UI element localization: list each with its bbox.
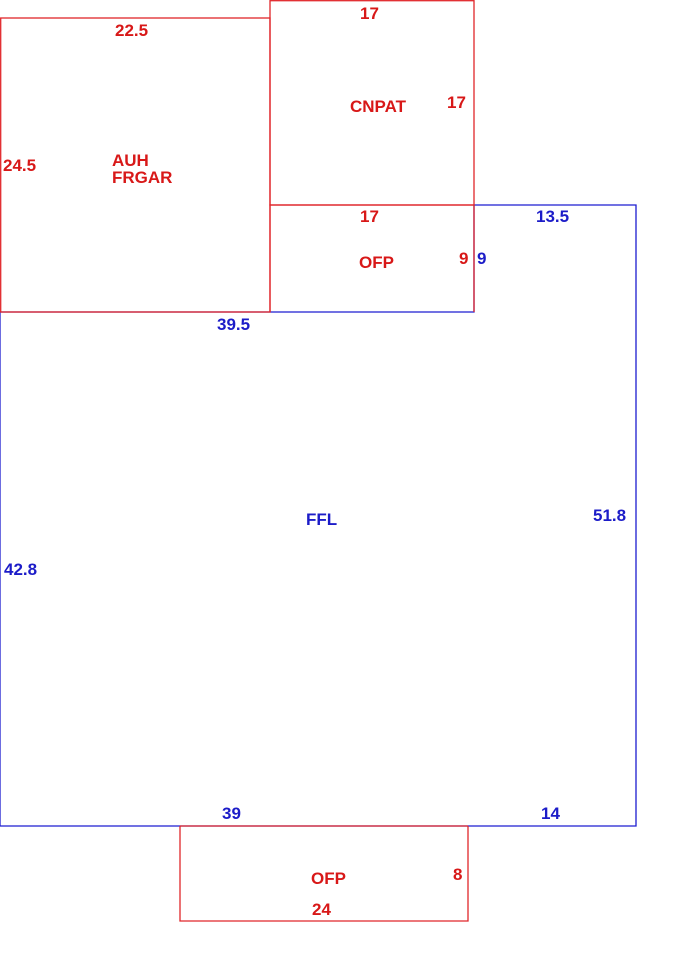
lower-porch-outline [179,826,469,922]
garage-left-dimension: 24.5 [3,156,36,175]
main-right-dimension: 51.8 [593,506,626,525]
upper-porch-code: OFP [359,253,394,272]
main-bottom-left-dimension: 39 [222,804,241,823]
main-left-dimension: 42.8 [4,560,37,579]
patio-code: CNPAT [350,97,407,116]
upper-porch-right-dimension: 9 [459,249,468,268]
lower-porch-bottom-dimension: 24 [312,900,331,919]
garage-code-line1: AUH [112,151,149,170]
lower-porch-code: OFP [311,869,346,888]
upper-porch-top-dimension: 17 [360,207,379,226]
main-code: FFL [306,510,337,529]
main-top-left-dimension: 39.5 [217,315,250,334]
main-area-outline [0,204,637,827]
lower-porch-right-dimension: 8 [453,865,462,884]
patio-right-dimension: 17 [447,93,466,112]
main-top-right-dimension: 13.5 [536,207,569,226]
patio-top-dimension: 17 [360,4,379,23]
upper-porch-outline [269,204,475,312]
garage-top-dimension: 22.5 [115,21,148,40]
main-bottom-right-dimension: 14 [541,804,560,823]
garage-code-line2: FRGAR [112,168,172,187]
main-notch-dimension: 9 [477,249,486,268]
